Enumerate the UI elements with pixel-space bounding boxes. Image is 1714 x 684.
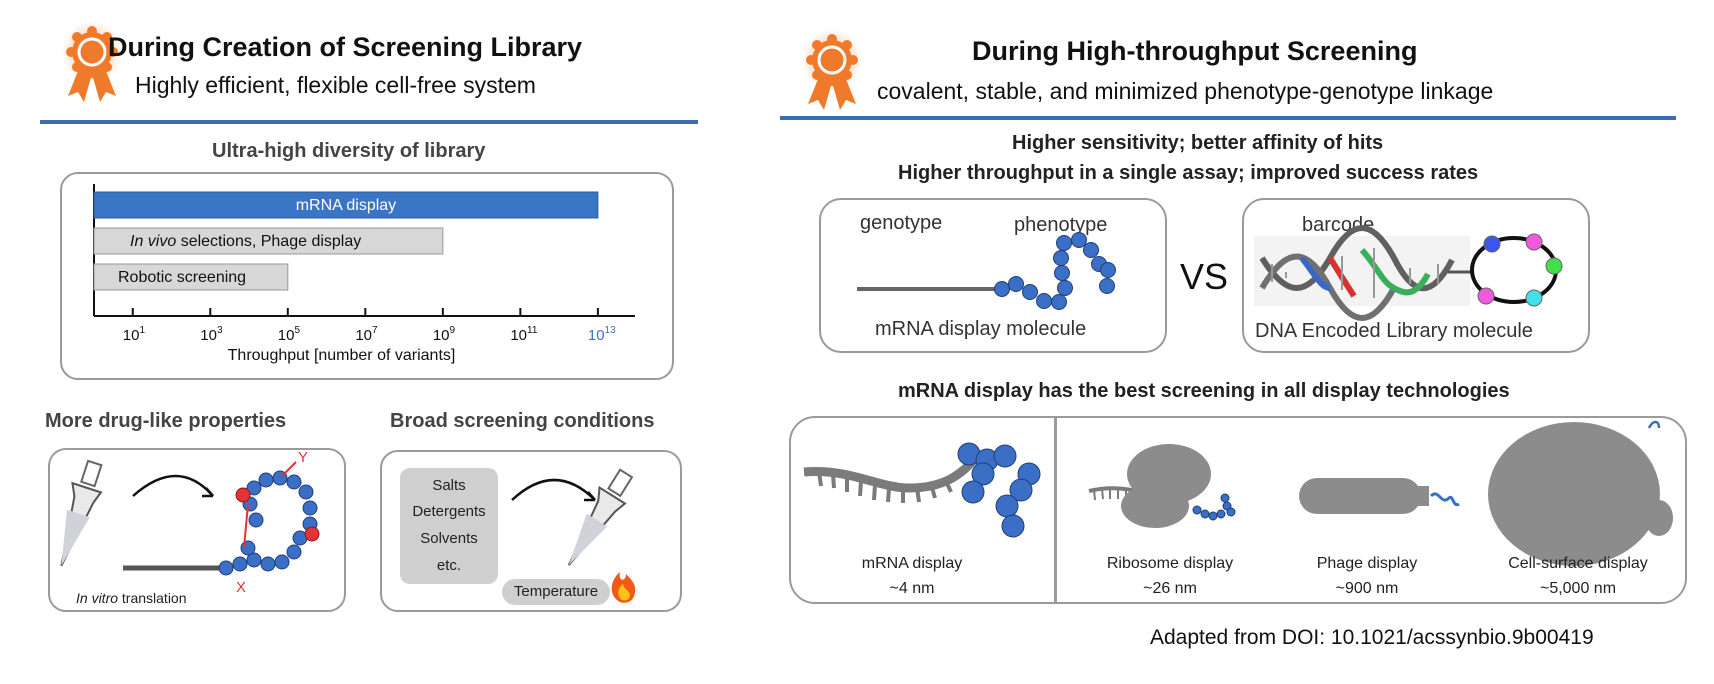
benefit-line-2: Higher throughput in a single assay; imp… — [898, 162, 1479, 184]
right-subtitle: covalent, stable, and minimized phenotyp… — [877, 78, 1494, 104]
mrna-molecule-caption: mRNA display molecule — [875, 318, 1087, 340]
throughput-bar-label: Robotic screening — [118, 269, 246, 286]
fire-icon — [611, 572, 636, 603]
x-tick-label: 1011 — [510, 325, 538, 344]
left-title: During Creation of Screening Library — [108, 32, 583, 62]
mark-x: X — [236, 579, 246, 596]
temperature-label: Temperature — [513, 583, 599, 600]
del-molecule-illustration — [1254, 225, 1563, 321]
conditions-illustration — [511, 468, 636, 603]
throughput-bar — [93, 227, 444, 255]
x-tick-label: 103 — [200, 325, 223, 344]
mark-y: Y — [298, 449, 308, 466]
druglike-illustration: Y X In vitro translation — [60, 449, 320, 606]
x-tick-label: 109 — [433, 325, 456, 344]
tech-name-cell-surface: Cell-surface display — [1508, 555, 1648, 572]
phenotype-label: phenotype — [1014, 214, 1108, 236]
tech-name-mrna: mRNA display — [861, 555, 963, 572]
best-screening-heading: mRNA display has the best screening in a… — [898, 380, 1510, 402]
condition-etc: etc. — [436, 557, 462, 574]
left-subtitle: Highly efficient, flexible cell-free sys… — [135, 72, 536, 98]
del-molecule-caption: DNA Encoded Library molecule — [1255, 320, 1533, 342]
tech-size-mrna: ~4 nm — [889, 580, 935, 597]
genotype-label: genotype — [860, 212, 943, 234]
award-ribbon-icon — [801, 30, 863, 110]
tech-size-cell-surface: ~5,000 nm — [1539, 580, 1617, 597]
tube-icon — [567, 468, 634, 566]
vs-label: VS — [1180, 256, 1229, 297]
right-divider — [780, 116, 1676, 120]
conditions-heading: Broad screening conditions — [390, 410, 655, 432]
druglike-heading: More drug-like properties — [45, 410, 287, 432]
comparison-divider — [1054, 418, 1057, 602]
right-title: During High-throughput Screening — [972, 36, 1418, 66]
chart-x-label: Throughput [number of variants] — [228, 347, 456, 364]
conditions-list-box — [400, 468, 498, 584]
x-tick-label: 107 — [355, 325, 378, 344]
x-tick-label: 1013 — [588, 325, 616, 344]
tech-name-ribosome: Ribosome display — [1106, 555, 1234, 572]
x-tick-label: 101 — [123, 325, 146, 344]
mrna-molecule-illustration — [857, 232, 1116, 310]
tube-icon — [60, 459, 103, 567]
druglike-caption: In vitro translation — [76, 590, 187, 606]
throughput-bar-label: In vivo selections, Phage display — [130, 233, 361, 250]
display-comparison-illustration — [803, 420, 1673, 566]
throughput-bar — [93, 263, 289, 291]
benefit-line-1: Higher sensitivity; better affinity of h… — [1012, 132, 1384, 154]
temperature-badge — [502, 579, 610, 605]
tech-name-phage: Phage display — [1316, 555, 1418, 572]
award-ribbon-icon — [61, 22, 123, 102]
left-divider — [40, 120, 698, 124]
diversity-chart: mRNA display In vivo selections, Phage di… — [93, 184, 635, 364]
doi-credit: Adapted from DOI: 10.1021/acssynbio.9b00… — [1150, 626, 1594, 649]
condition-salts: Salts — [432, 477, 466, 494]
tech-size-phage: ~900 nm — [1335, 580, 1399, 597]
throughput-bar-label: mRNA display — [296, 197, 396, 214]
tech-size-ribosome: ~26 nm — [1143, 580, 1197, 597]
condition-detergents: Detergents — [412, 503, 486, 520]
condition-solvents: Solvents — [420, 530, 478, 547]
throughput-bar — [93, 191, 599, 219]
x-tick-label: 105 — [278, 325, 301, 344]
diversity-heading: Ultra-high diversity of library — [212, 140, 486, 162]
